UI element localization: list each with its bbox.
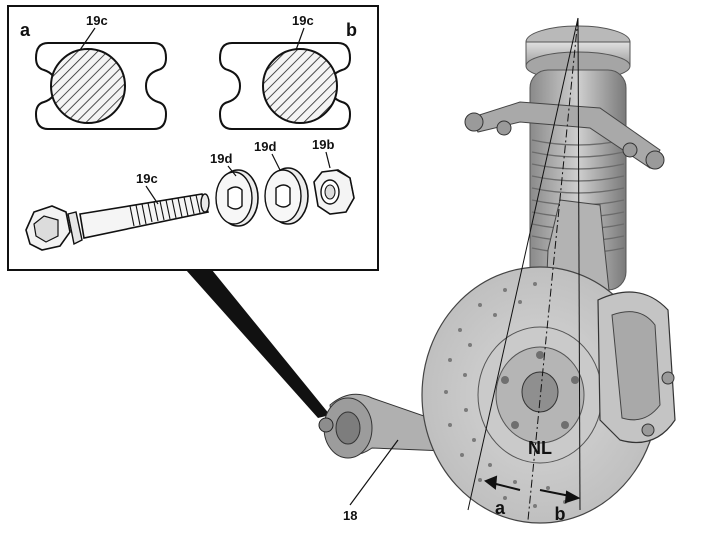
detail-inset: a b 19c 19c: [7, 5, 379, 271]
bolt-icon: [25, 193, 210, 251]
adjust-arrows: [484, 475, 581, 504]
lower-arm-label: 18: [343, 508, 357, 523]
inset-corner-b: b: [346, 20, 357, 40]
washer-icon: [264, 167, 309, 225]
nut-label: 19b: [312, 137, 334, 152]
direction-a-label: a: [495, 498, 506, 518]
eccentric-slot-a: [34, 42, 168, 130]
bolt-head-icon: [318, 417, 334, 433]
callout-pointer: [186, 270, 330, 418]
slot-a-label: 19c: [86, 13, 108, 28]
bolt-label: 19c: [136, 171, 158, 186]
neutral-line-label: NL: [528, 438, 552, 458]
direction-b-label: b: [555, 504, 566, 524]
slot-b-label: 19c: [292, 13, 314, 28]
eccentric-slot-b: [218, 42, 352, 130]
washer-2-label: 19d: [254, 139, 276, 154]
washer-icon: [215, 169, 259, 227]
washer-1-label: 19d: [210, 151, 232, 166]
inset-corner-a: a: [20, 20, 31, 40]
camber-lines: [467, 17, 581, 521]
nut-icon: [313, 169, 355, 215]
caliper-icon: [597, 291, 676, 444]
